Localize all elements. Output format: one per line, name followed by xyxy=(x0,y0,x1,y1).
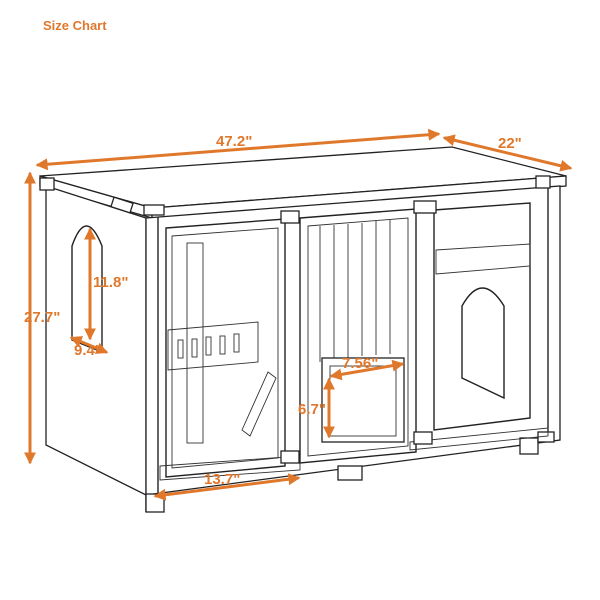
door-width-arrow xyxy=(153,473,301,501)
right-compartment xyxy=(433,202,531,431)
inner-arch-opening xyxy=(461,287,505,400)
compartment-shelf xyxy=(435,243,531,275)
page-title: Size Chart xyxy=(43,18,107,33)
hinges xyxy=(39,175,551,464)
width-label: 47.2" xyxy=(216,133,252,150)
left-door xyxy=(165,218,286,478)
width-arrow xyxy=(35,128,441,171)
depth-label: 22" xyxy=(498,135,522,152)
cat-door-height-label: 6.7" xyxy=(298,401,326,418)
dimension-lines xyxy=(24,128,573,501)
height-label: 27.7" xyxy=(24,309,60,326)
dimension-labels: 47.2" 22" 27.7" 11.8" 9.4" 7.56" 6.7" 13… xyxy=(24,133,522,488)
window-width-arrow xyxy=(69,336,109,354)
window-width-label: 9.4" xyxy=(74,342,102,359)
depth-arrow xyxy=(442,134,573,172)
cat-door-width-label: 7.56" xyxy=(342,355,378,372)
cabinet xyxy=(39,146,567,513)
side-window xyxy=(71,225,103,354)
middle-foot xyxy=(337,465,363,481)
window-height-label: 11.8" xyxy=(93,274,128,291)
right-front-foot xyxy=(519,437,539,455)
left-side-panel xyxy=(45,185,147,497)
middle-door xyxy=(299,208,417,464)
front-frame xyxy=(145,185,561,496)
door-width-label: 13.7" xyxy=(204,471,240,488)
cat-door-width-arrow xyxy=(329,359,405,381)
